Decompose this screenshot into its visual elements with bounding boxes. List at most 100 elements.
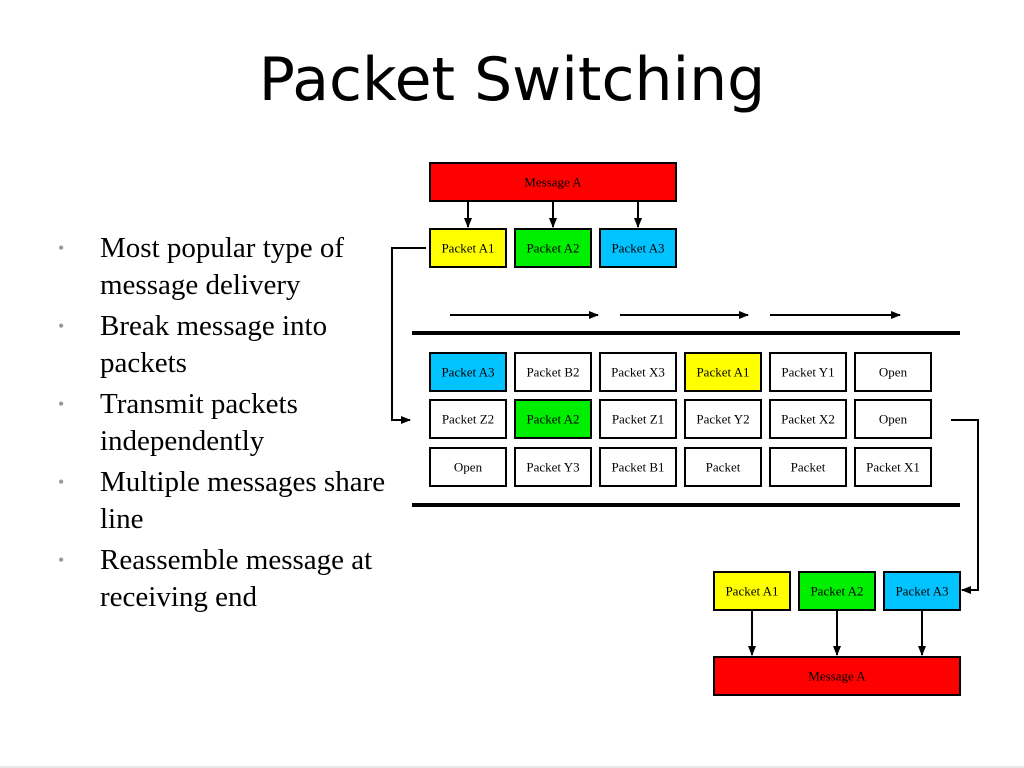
bullet-item: • Transmit packets independently (58, 386, 388, 459)
line-packet-box-rect (429, 352, 507, 392)
line-packet-box: Packet Y2 (684, 399, 762, 439)
line-packet-box-label: Packet A1 (696, 365, 749, 380)
line-packet-box-label: Packet X1 (866, 460, 920, 475)
line-packet-box: Packet B2 (514, 352, 592, 392)
line-packet-box: Packet (769, 447, 847, 487)
connector-lines (391, 201, 979, 656)
line-packet-box-label: Packet B2 (526, 365, 579, 380)
bullet-text: Break message into packets (100, 310, 328, 379)
bullet-text: Multiple messages share line (100, 466, 386, 535)
source-packet-box: Packet A3 (599, 228, 677, 268)
footer-divider (0, 766, 1024, 768)
line-packet-box-rect (514, 352, 592, 392)
line-packet-box: Packet X2 (769, 399, 847, 439)
line-packet-box: Packet B1 (599, 447, 677, 487)
dest-packet-box: Packet A1 (713, 571, 791, 611)
bullet-text: Reassemble message at receiving end (100, 544, 373, 613)
line-packet-box-label: Open (879, 365, 908, 380)
source-packet-box-label: Packet A1 (441, 241, 494, 256)
bullet-dot-icon: • (58, 238, 65, 258)
line-packet-box-rect (514, 447, 592, 487)
line-packet-box-rect (769, 447, 847, 487)
line-packet-box-rect (854, 447, 932, 487)
line-packet-box: Packet Z2 (429, 399, 507, 439)
source-packet-box-rect (514, 228, 592, 268)
dest-message-box: Message A (713, 656, 961, 696)
source-packet-box-rect (429, 228, 507, 268)
line-packet-box-label: Packet B1 (611, 460, 664, 475)
dest-packet-box: Packet A3 (883, 571, 961, 611)
line-packet-box-rect (769, 399, 847, 439)
line-packet-box-label: Packet Y1 (781, 365, 834, 380)
bullet-list: • Most popular type of message delivery •… (58, 230, 388, 620)
bullet-dot-icon: • (58, 394, 65, 414)
slide-title: Packet Switching (258, 45, 766, 115)
line-packet-box-rect (684, 352, 762, 392)
line-packet-box: Packet Y1 (769, 352, 847, 392)
source-packet-box: Packet A1 (429, 228, 507, 268)
bullet-dot-icon: • (58, 472, 65, 492)
dest-message-box-label: Message A (808, 669, 866, 684)
line-packet-box-label: Packet A3 (441, 365, 494, 380)
line-packet-box-rect (684, 447, 762, 487)
bullet-text: Transmit packets independently (100, 388, 298, 457)
source-message-box: Message A (429, 162, 677, 202)
line-packet-box-rect (599, 447, 677, 487)
packet-boxes: Message A Packet A1 Packet A2 Packet A3 Pack… (429, 162, 961, 696)
source-message-box-rect (429, 162, 677, 202)
bullet-item: • Most popular type of message delivery (58, 230, 388, 303)
line-packet-box-label: Open (879, 412, 908, 427)
dest-packet-box-label: Packet A1 (725, 584, 778, 599)
line-packet-box-rect (429, 399, 507, 439)
source-packet-box-label: Packet A2 (526, 241, 579, 256)
line-packet-box-label: Packet (791, 460, 826, 475)
line-packet-box-label: Packet Z1 (612, 412, 664, 427)
line-packet-box-label: Packet (706, 460, 741, 475)
entry-connector (391, 247, 426, 424)
bullet-dot-icon: • (58, 316, 65, 336)
line-packet-box: Open (429, 447, 507, 487)
line-packet-box: Packet X3 (599, 352, 677, 392)
bullet-item: • Break message into packets (58, 308, 388, 381)
line-packet-box-rect (429, 447, 507, 487)
source-packet-box-label: Packet A3 (611, 241, 664, 256)
bullet-item: • Reassemble message at receiving end (58, 542, 388, 615)
line-packet-box-label: Packet A2 (526, 412, 579, 427)
line-packet-box: Packet X1 (854, 447, 932, 487)
line-packet-box-label: Packet X2 (781, 412, 835, 427)
source-message-box-label: Message A (524, 175, 582, 190)
line-packet-box: Packet Z1 (599, 399, 677, 439)
line-packet-box-rect (599, 399, 677, 439)
dest-packet-box-label: Packet A3 (895, 584, 948, 599)
bullet-dot-icon: • (58, 550, 65, 570)
line-packet-box-rect (854, 352, 932, 392)
source-packet-box-rect (599, 228, 677, 268)
dest-message-box-rect (713, 656, 961, 696)
line-packet-box-rect (599, 352, 677, 392)
dest-packet-box-rect (798, 571, 876, 611)
line-packet-box-label: Packet X3 (611, 365, 665, 380)
line-packet-box: Packet (684, 447, 762, 487)
dest-packet-box-rect (883, 571, 961, 611)
line-packet-box-label: Packet Z2 (442, 412, 494, 427)
dest-packet-box: Packet A2 (798, 571, 876, 611)
line-packet-box-rect (854, 399, 932, 439)
line-packet-box: Open (854, 399, 932, 439)
exit-connector (951, 419, 979, 594)
dest-packet-box-label: Packet A2 (810, 584, 863, 599)
line-packet-box-rect (514, 399, 592, 439)
line-packet-box-label: Open (454, 460, 483, 475)
line-packet-box: Packet A3 (429, 352, 507, 392)
line-packet-box-rect (684, 399, 762, 439)
bullet-text: Most popular type of message delivery (100, 232, 345, 301)
bullet-item: • Multiple messages share line (58, 464, 388, 537)
line-packet-box-label: Packet Y2 (696, 412, 749, 427)
line-packet-box-label: Packet Y3 (526, 460, 579, 475)
dest-packet-box-rect (713, 571, 791, 611)
source-packet-box: Packet A2 (514, 228, 592, 268)
line-packet-box: Packet A1 (684, 352, 762, 392)
line-packet-box: Packet Y3 (514, 447, 592, 487)
line-packet-box: Open (854, 352, 932, 392)
